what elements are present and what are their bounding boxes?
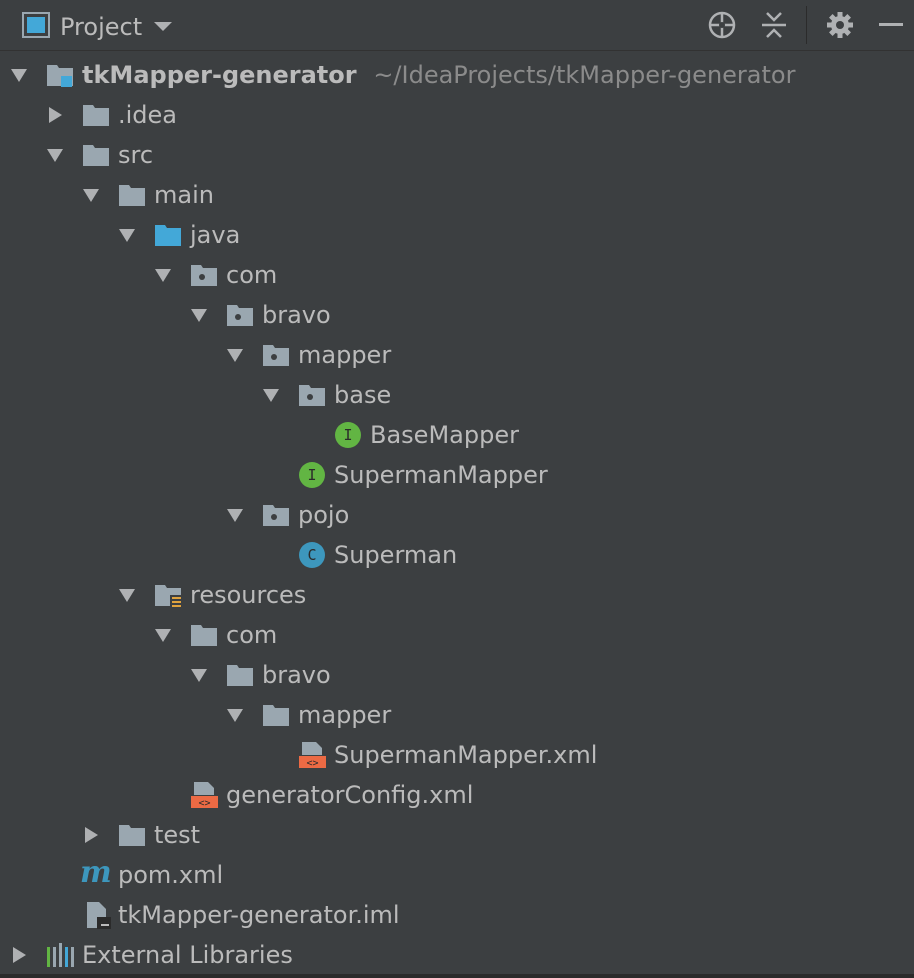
dropdown-icon[interactable] <box>152 18 174 37</box>
tree-node-idea[interactable]: .idea <box>0 95 914 135</box>
gear-icon[interactable] <box>824 9 856 41</box>
tree-node-label: base <box>334 381 392 409</box>
tree-node-label: com <box>226 261 278 289</box>
package-folder-icon <box>191 265 217 286</box>
tree-node-label: src <box>118 141 154 169</box>
tree-node-main[interactable]: main <box>0 175 914 215</box>
tree-node-label: bravo <box>262 301 331 329</box>
tree-node-label: .idea <box>118 101 178 129</box>
tree-node-test[interactable]: test <box>0 815 914 855</box>
expanded-arrow-icon[interactable] <box>190 306 208 324</box>
minimize-icon[interactable] <box>875 9 907 41</box>
tree-node-root[interactable]: tkMapper-generator ~/IdeaProjects/tkMapp… <box>0 55 914 95</box>
view-title: Project <box>60 13 143 41</box>
tree-node-supermanmapper-xml[interactable]: <> SupermanMapper.xml <box>0 735 914 775</box>
tree-node-pojo[interactable]: pojo <box>0 495 914 535</box>
tree-node-external-libraries[interactable]: External Libraries <box>0 935 914 975</box>
tree-node-label: mapper <box>298 341 392 369</box>
tree-node-label: Superman <box>334 541 458 569</box>
tree-node-generatorconfig[interactable]: <> generatorConfig.xml <box>0 775 914 815</box>
folder-icon <box>83 145 109 166</box>
tree-node-bravo-resources[interactable]: bravo <box>0 655 914 695</box>
tree-node-java[interactable]: java <box>0 215 914 255</box>
tree-node-com-resources[interactable]: com <box>0 615 914 655</box>
expanded-arrow-icon[interactable] <box>226 706 244 724</box>
toolbar-separator <box>806 6 807 44</box>
interface-icon: I <box>334 421 362 449</box>
tree-node-label: SupermanMapper <box>334 461 548 489</box>
tree-node-resources[interactable]: resources <box>0 575 914 615</box>
tree-node-label: main <box>154 181 214 209</box>
tree-node-label: pojo <box>298 501 350 529</box>
class-icon: C <box>298 541 326 569</box>
folder-icon <box>119 825 145 846</box>
package-folder-icon <box>227 305 253 326</box>
tree-node-label: BaseMapper <box>370 421 519 449</box>
module-folder-icon <box>47 65 73 87</box>
locate-icon[interactable] <box>706 9 738 41</box>
tree-node-label: com <box>226 621 278 649</box>
expanded-arrow-icon[interactable] <box>226 506 244 524</box>
tree-node-iml[interactable]: tkMapper-generator.iml <box>0 895 914 935</box>
package-folder-icon <box>263 505 289 526</box>
svg-text:<>: <> <box>198 798 210 809</box>
tool-window-header: Project <box>0 0 914 51</box>
package-folder-icon <box>263 345 289 366</box>
interface-icon: I <box>298 461 326 489</box>
tree-node-label: test <box>154 821 201 849</box>
tree-node-base[interactable]: base <box>0 375 914 415</box>
expanded-arrow-icon[interactable] <box>154 626 172 644</box>
tree-node-bravo[interactable]: bravo <box>0 295 914 335</box>
collapse-all-icon[interactable] <box>758 9 790 41</box>
xml-file-icon: <> <box>299 742 326 769</box>
libraries-icon <box>47 943 74 967</box>
tree-node-superman[interactable]: C Superman <box>0 535 914 575</box>
tree-node-mapper[interactable]: mapper <box>0 335 914 375</box>
tree-node-supermanmapper[interactable]: I SupermanMapper <box>0 455 914 495</box>
tree-node-label: tkMapper-generator ~/IdeaProjects/tkMapp… <box>82 61 796 89</box>
package-folder-icon <box>299 385 325 406</box>
tree-node-pom[interactable]: m pom.xml <box>0 855 914 895</box>
expanded-arrow-icon[interactable] <box>82 186 100 204</box>
folder-icon <box>227 665 253 686</box>
project-view-icon <box>22 12 50 42</box>
tree-node-basemapper[interactable]: I BaseMapper <box>0 415 914 455</box>
tree-node-label: External Libraries <box>82 941 293 969</box>
expanded-arrow-icon[interactable] <box>118 586 136 604</box>
view-selector[interactable]: Project <box>22 12 174 42</box>
maven-icon: m <box>80 855 112 890</box>
tree-node-label: tkMapper-generator.iml <box>118 901 400 929</box>
module-file-icon <box>87 902 111 929</box>
tree-node-label: generatorConfig.xml <box>226 781 474 809</box>
tree-node-label: mapper <box>298 701 392 729</box>
folder-icon <box>119 185 145 206</box>
tree-node-label: SupermanMapper.xml <box>334 741 598 769</box>
tree-node-com[interactable]: com <box>0 255 914 295</box>
tree-node-label: resources <box>190 581 307 609</box>
expanded-arrow-icon[interactable] <box>118 226 136 244</box>
collapsed-arrow-icon[interactable] <box>10 946 28 964</box>
expanded-arrow-icon[interactable] <box>46 146 64 164</box>
tree-node-label: pom.xml <box>118 861 224 889</box>
expanded-arrow-icon[interactable] <box>226 346 244 364</box>
svg-text:<>: <> <box>306 758 318 769</box>
expanded-arrow-icon[interactable] <box>190 666 208 684</box>
resources-folder-icon <box>155 585 181 608</box>
panel-bottom-border <box>0 974 914 978</box>
expanded-arrow-icon[interactable] <box>262 386 280 404</box>
expanded-arrow-icon[interactable] <box>10 66 28 84</box>
xml-file-icon: <> <box>191 782 218 809</box>
tree-node-label: java <box>190 221 241 249</box>
expanded-arrow-icon[interactable] <box>154 266 172 284</box>
tree-node-label: bravo <box>262 661 331 689</box>
project-path: ~/IdeaProjects/tkMapper-generator <box>373 61 796 89</box>
collapsed-arrow-icon[interactable] <box>82 826 100 844</box>
folder-icon <box>263 705 289 726</box>
source-folder-icon <box>155 225 181 246</box>
folder-icon <box>191 625 217 646</box>
folder-icon <box>83 105 109 126</box>
tree-node-src[interactable]: src <box>0 135 914 175</box>
collapsed-arrow-icon[interactable] <box>46 106 64 124</box>
tree-node-mapper-resources[interactable]: mapper <box>0 695 914 735</box>
